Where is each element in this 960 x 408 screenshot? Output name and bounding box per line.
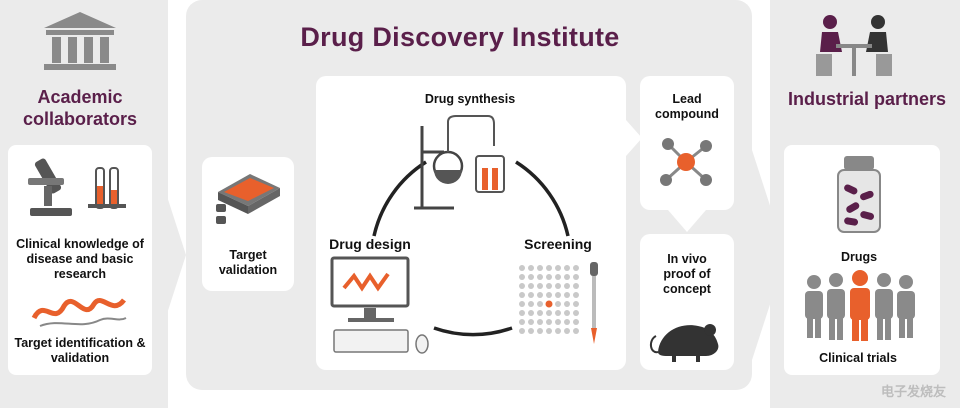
screening-plate-pipette-icon (519, 262, 598, 344)
drug-design-label: Drug design (329, 236, 411, 252)
lead-compound-card (640, 76, 734, 210)
industrial-heading: Industrial partners (787, 89, 947, 109)
institute-title: Drug Discovery Institute (300, 22, 620, 52)
petri-dish-icon (216, 174, 280, 224)
target-identification-label: Target identification & validation (14, 336, 146, 365)
mouse-icon (650, 324, 719, 362)
academic-heading: Academic collaborators (22, 87, 138, 129)
business-meeting-icon (816, 15, 892, 76)
pill-bottle-icon (837, 156, 881, 233)
protein-structure-icon (31, 298, 127, 327)
computer-workstation-icon (330, 256, 429, 354)
clinical-trials-label: Clinical trials (819, 351, 897, 365)
arrow-cycle-to-lead (626, 120, 642, 156)
university-building-icon (44, 12, 116, 70)
clinical-knowledge-label: Clinical knowledge of disease and basic … (16, 237, 144, 281)
molecule-icon (660, 138, 712, 186)
target-validation-label: Target validation (218, 248, 278, 277)
drug-synthesis-label: Drug synthesis (424, 92, 516, 106)
in-vivo-label: In vivo proof of concept (663, 252, 711, 296)
arrow-institute-to-industrial (752, 150, 786, 360)
arrow-lead-to-invivo (668, 210, 706, 232)
drugs-label: Drugs (840, 250, 878, 264)
microscope-test-tubes-icon (28, 158, 126, 216)
discovery-cycle-ring (372, 160, 570, 337)
screening-label: Screening (524, 236, 592, 252)
people-group-icon (805, 270, 915, 341)
lead-compound-label: Lead compound (655, 92, 719, 121)
arrow-academic-to-institute (152, 150, 186, 360)
flask-apparatus-icon (414, 115, 505, 210)
watermark-text: 电子发烧友 (880, 384, 946, 399)
